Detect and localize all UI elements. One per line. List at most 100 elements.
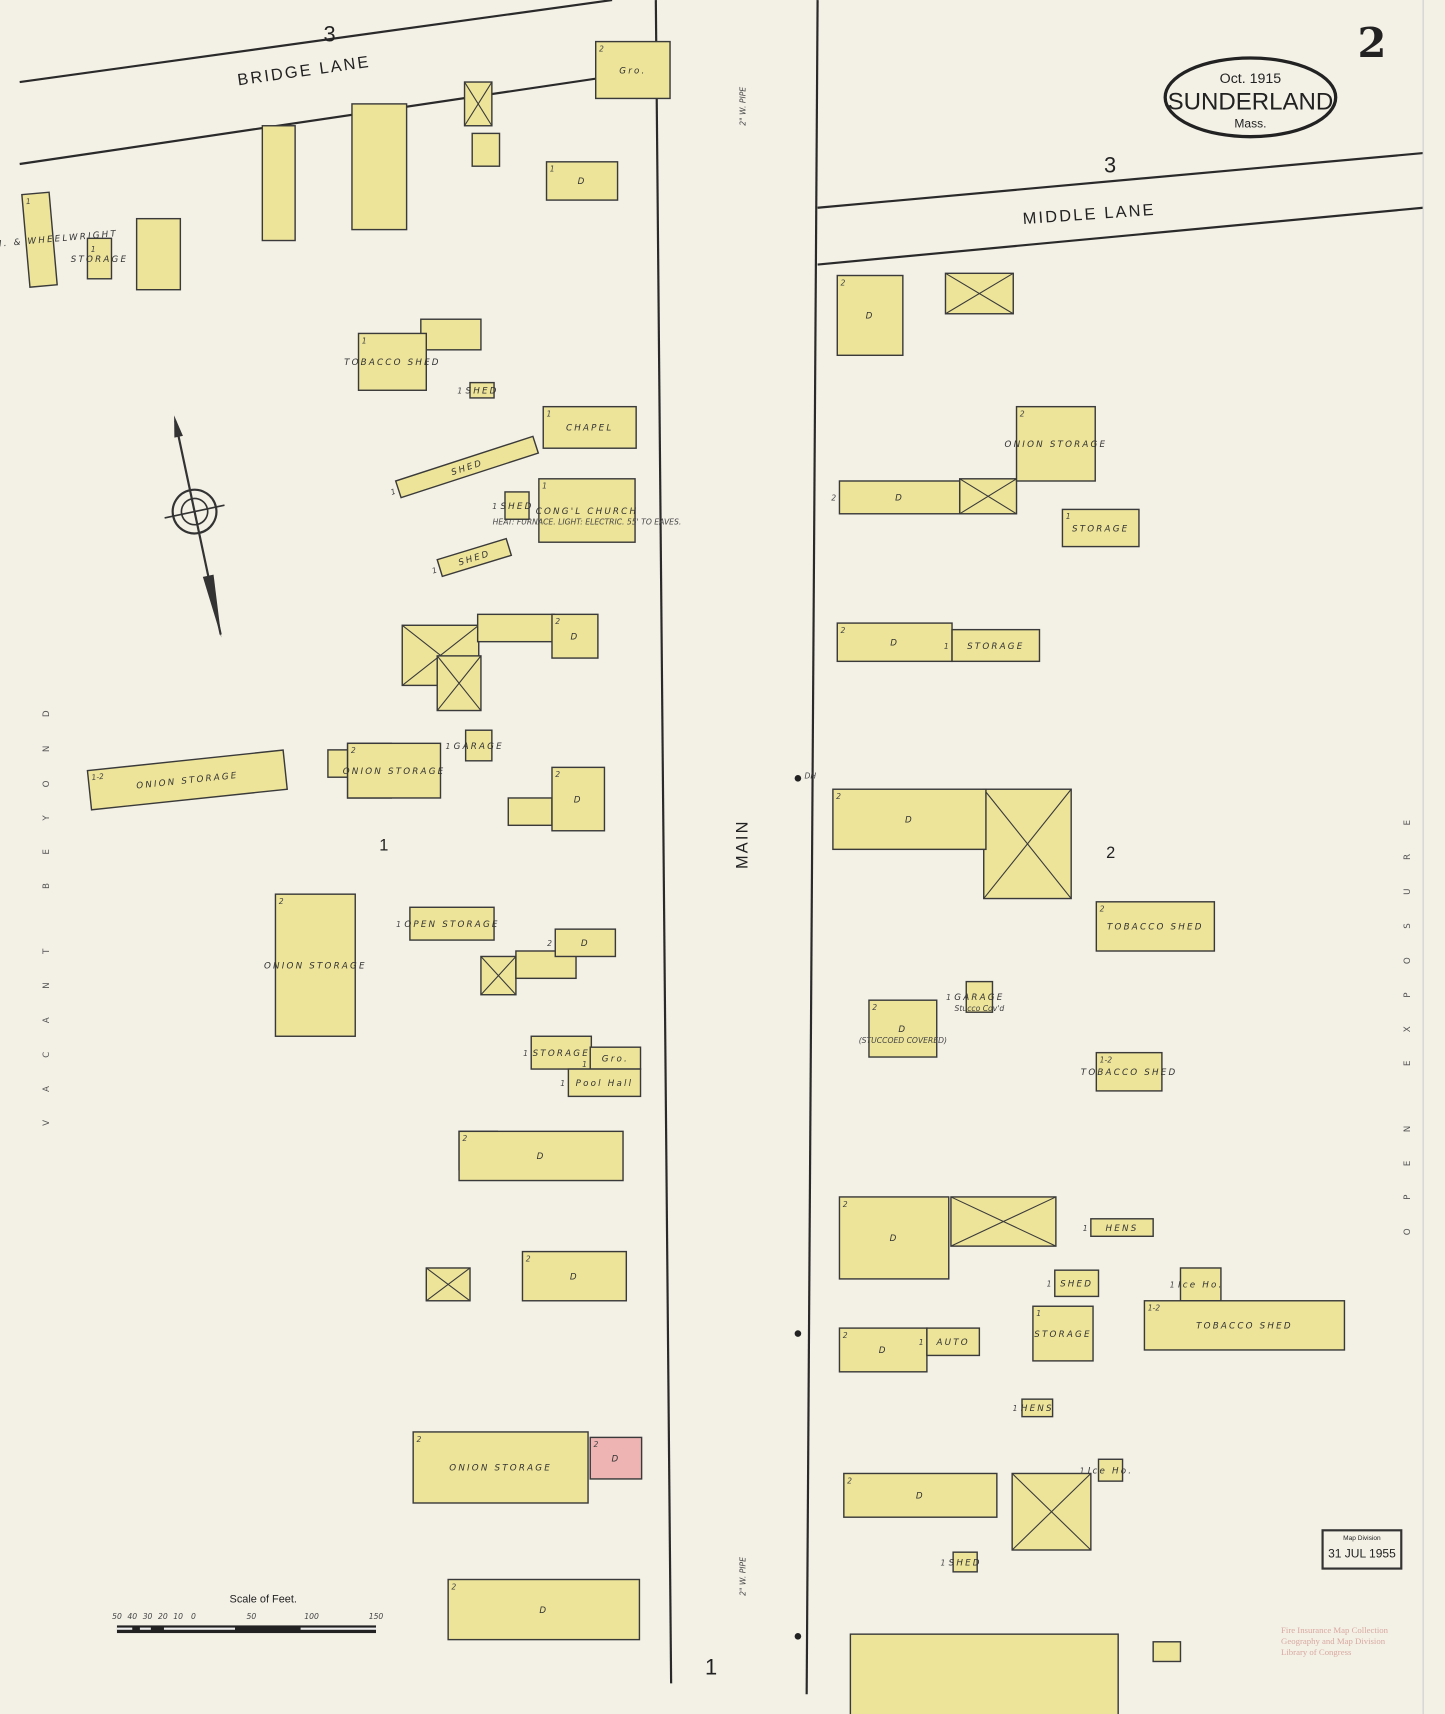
- story-count: 2: [547, 939, 552, 948]
- building-footprint: [394, 435, 540, 499]
- building-footprint: [464, 729, 493, 762]
- building: Gro.2: [594, 40, 671, 100]
- building-label: HENS: [1106, 1224, 1139, 1234]
- building-label: SHED: [949, 1558, 982, 1568]
- building-footprint: [554, 928, 617, 958]
- story-count: 2: [872, 1003, 877, 1012]
- building-wing: [425, 1267, 471, 1302]
- story-count: 2: [841, 278, 846, 287]
- state-name: Mass.: [1234, 116, 1266, 130]
- building: D2: [447, 1578, 641, 1641]
- building-footprint: [21, 191, 58, 288]
- story-count: 2: [847, 1476, 852, 1485]
- building-footprint: [589, 1436, 643, 1480]
- building-footprint: [1143, 1300, 1346, 1351]
- building-label: Gro.: [619, 66, 646, 76]
- hydrant-icon: [794, 775, 802, 782]
- building-label: D: [578, 177, 587, 187]
- scale-tick-label: 0: [191, 1612, 196, 1621]
- story-count: 1: [492, 502, 497, 511]
- title-cartouche: Oct. 1915 SUNDERLAND Mass.: [1163, 56, 1338, 139]
- story-count: 1: [1170, 1281, 1175, 1290]
- story-count: 2: [451, 1582, 456, 1591]
- building-note: (STUCCOED COVERED): [859, 1036, 947, 1045]
- building: Ice Ho.1: [1170, 1267, 1222, 1302]
- building-label: D: [905, 816, 914, 826]
- building-label: D: [611, 1454, 620, 1464]
- stamp-date: 31 JUL 1955: [1328, 1547, 1396, 1561]
- block-number-left: 1: [379, 836, 388, 854]
- building-wing: [944, 272, 1014, 315]
- story-count: 1: [550, 165, 555, 174]
- collection-line: Geography and Map Division: [1281, 1636, 1386, 1646]
- scale-tick-label: 50: [247, 1612, 257, 1621]
- story-count: 1-2: [1100, 1055, 1113, 1064]
- story-count: 2: [843, 1200, 848, 1209]
- middle-lane-north-edge: [817, 151, 1424, 209]
- story-count: 1: [1013, 1404, 1018, 1413]
- building-note: Stucco Cov'd: [955, 1004, 1005, 1013]
- edge-note-right: OPEN EXPOSURE: [1403, 792, 1413, 1236]
- building: D2: [838, 1196, 950, 1280]
- building-footprint: [447, 1578, 641, 1641]
- middle-lane-label: MIDDLE LANE: [1022, 201, 1156, 228]
- building-label: D: [895, 494, 904, 504]
- bridge-lane-north-edge: [19, 0, 613, 84]
- building-label: D: [539, 1606, 548, 1616]
- building-footprint: [832, 788, 987, 851]
- building-label: ONION STORAGE: [449, 1464, 552, 1474]
- building-wing: [507, 797, 553, 827]
- building-label: GARAGE: [954, 993, 1004, 1003]
- story-count: 2: [462, 1134, 467, 1143]
- story-count: 1: [1066, 512, 1071, 521]
- building-wing: [436, 655, 482, 712]
- building: Ice Ho.1: [1080, 1458, 1131, 1482]
- building: D2: [836, 274, 904, 357]
- bridge-lane-label: BRIDGE LANE: [236, 53, 371, 89]
- story-count: 1: [457, 387, 462, 396]
- building-footprint: [476, 613, 555, 643]
- collection-line: Fire Insurance Map Collection: [1281, 1625, 1389, 1635]
- building-label: D: [898, 1025, 907, 1035]
- sheet-ref-top-left: 3: [324, 22, 336, 47]
- building-label: STORAGE: [1034, 1330, 1091, 1340]
- story-count: 2: [843, 1331, 848, 1340]
- story-count: 2: [555, 770, 560, 779]
- hydrant-icon: [794, 1633, 802, 1640]
- main-street-label: MAIN: [734, 819, 752, 869]
- building-footprint: [849, 1633, 1119, 1714]
- building-label: ONION STORAGE: [343, 767, 446, 777]
- story-count: 1-2: [91, 772, 104, 782]
- story-count: 1: [1047, 1280, 1052, 1289]
- scale-tick-label: 30: [143, 1612, 153, 1621]
- hydrant-icon: [794, 1330, 802, 1337]
- story-count: 2: [555, 617, 560, 626]
- scale-tick-label: 50: [112, 1612, 122, 1621]
- story-count: 1: [547, 410, 552, 419]
- story-count: 1: [560, 1079, 565, 1088]
- story-count: 1: [542, 482, 547, 491]
- building-label: D: [879, 1346, 888, 1356]
- building-label: CHAPEL: [566, 424, 613, 434]
- building-footprint: [567, 1068, 642, 1098]
- building-footprint: [458, 1130, 624, 1182]
- building-footprint: [1061, 508, 1140, 548]
- building-footprint: [521, 1250, 628, 1302]
- story-count: 1: [1083, 1224, 1088, 1233]
- building-label: STORAGE: [533, 1049, 590, 1059]
- building: D2: [832, 788, 987, 851]
- building-footprint: [538, 478, 636, 543]
- scale-title: Scale of Feet.: [230, 1593, 297, 1605]
- block-number-right: 2: [1106, 844, 1115, 862]
- building-label: TOBACCO SHED: [1107, 923, 1204, 933]
